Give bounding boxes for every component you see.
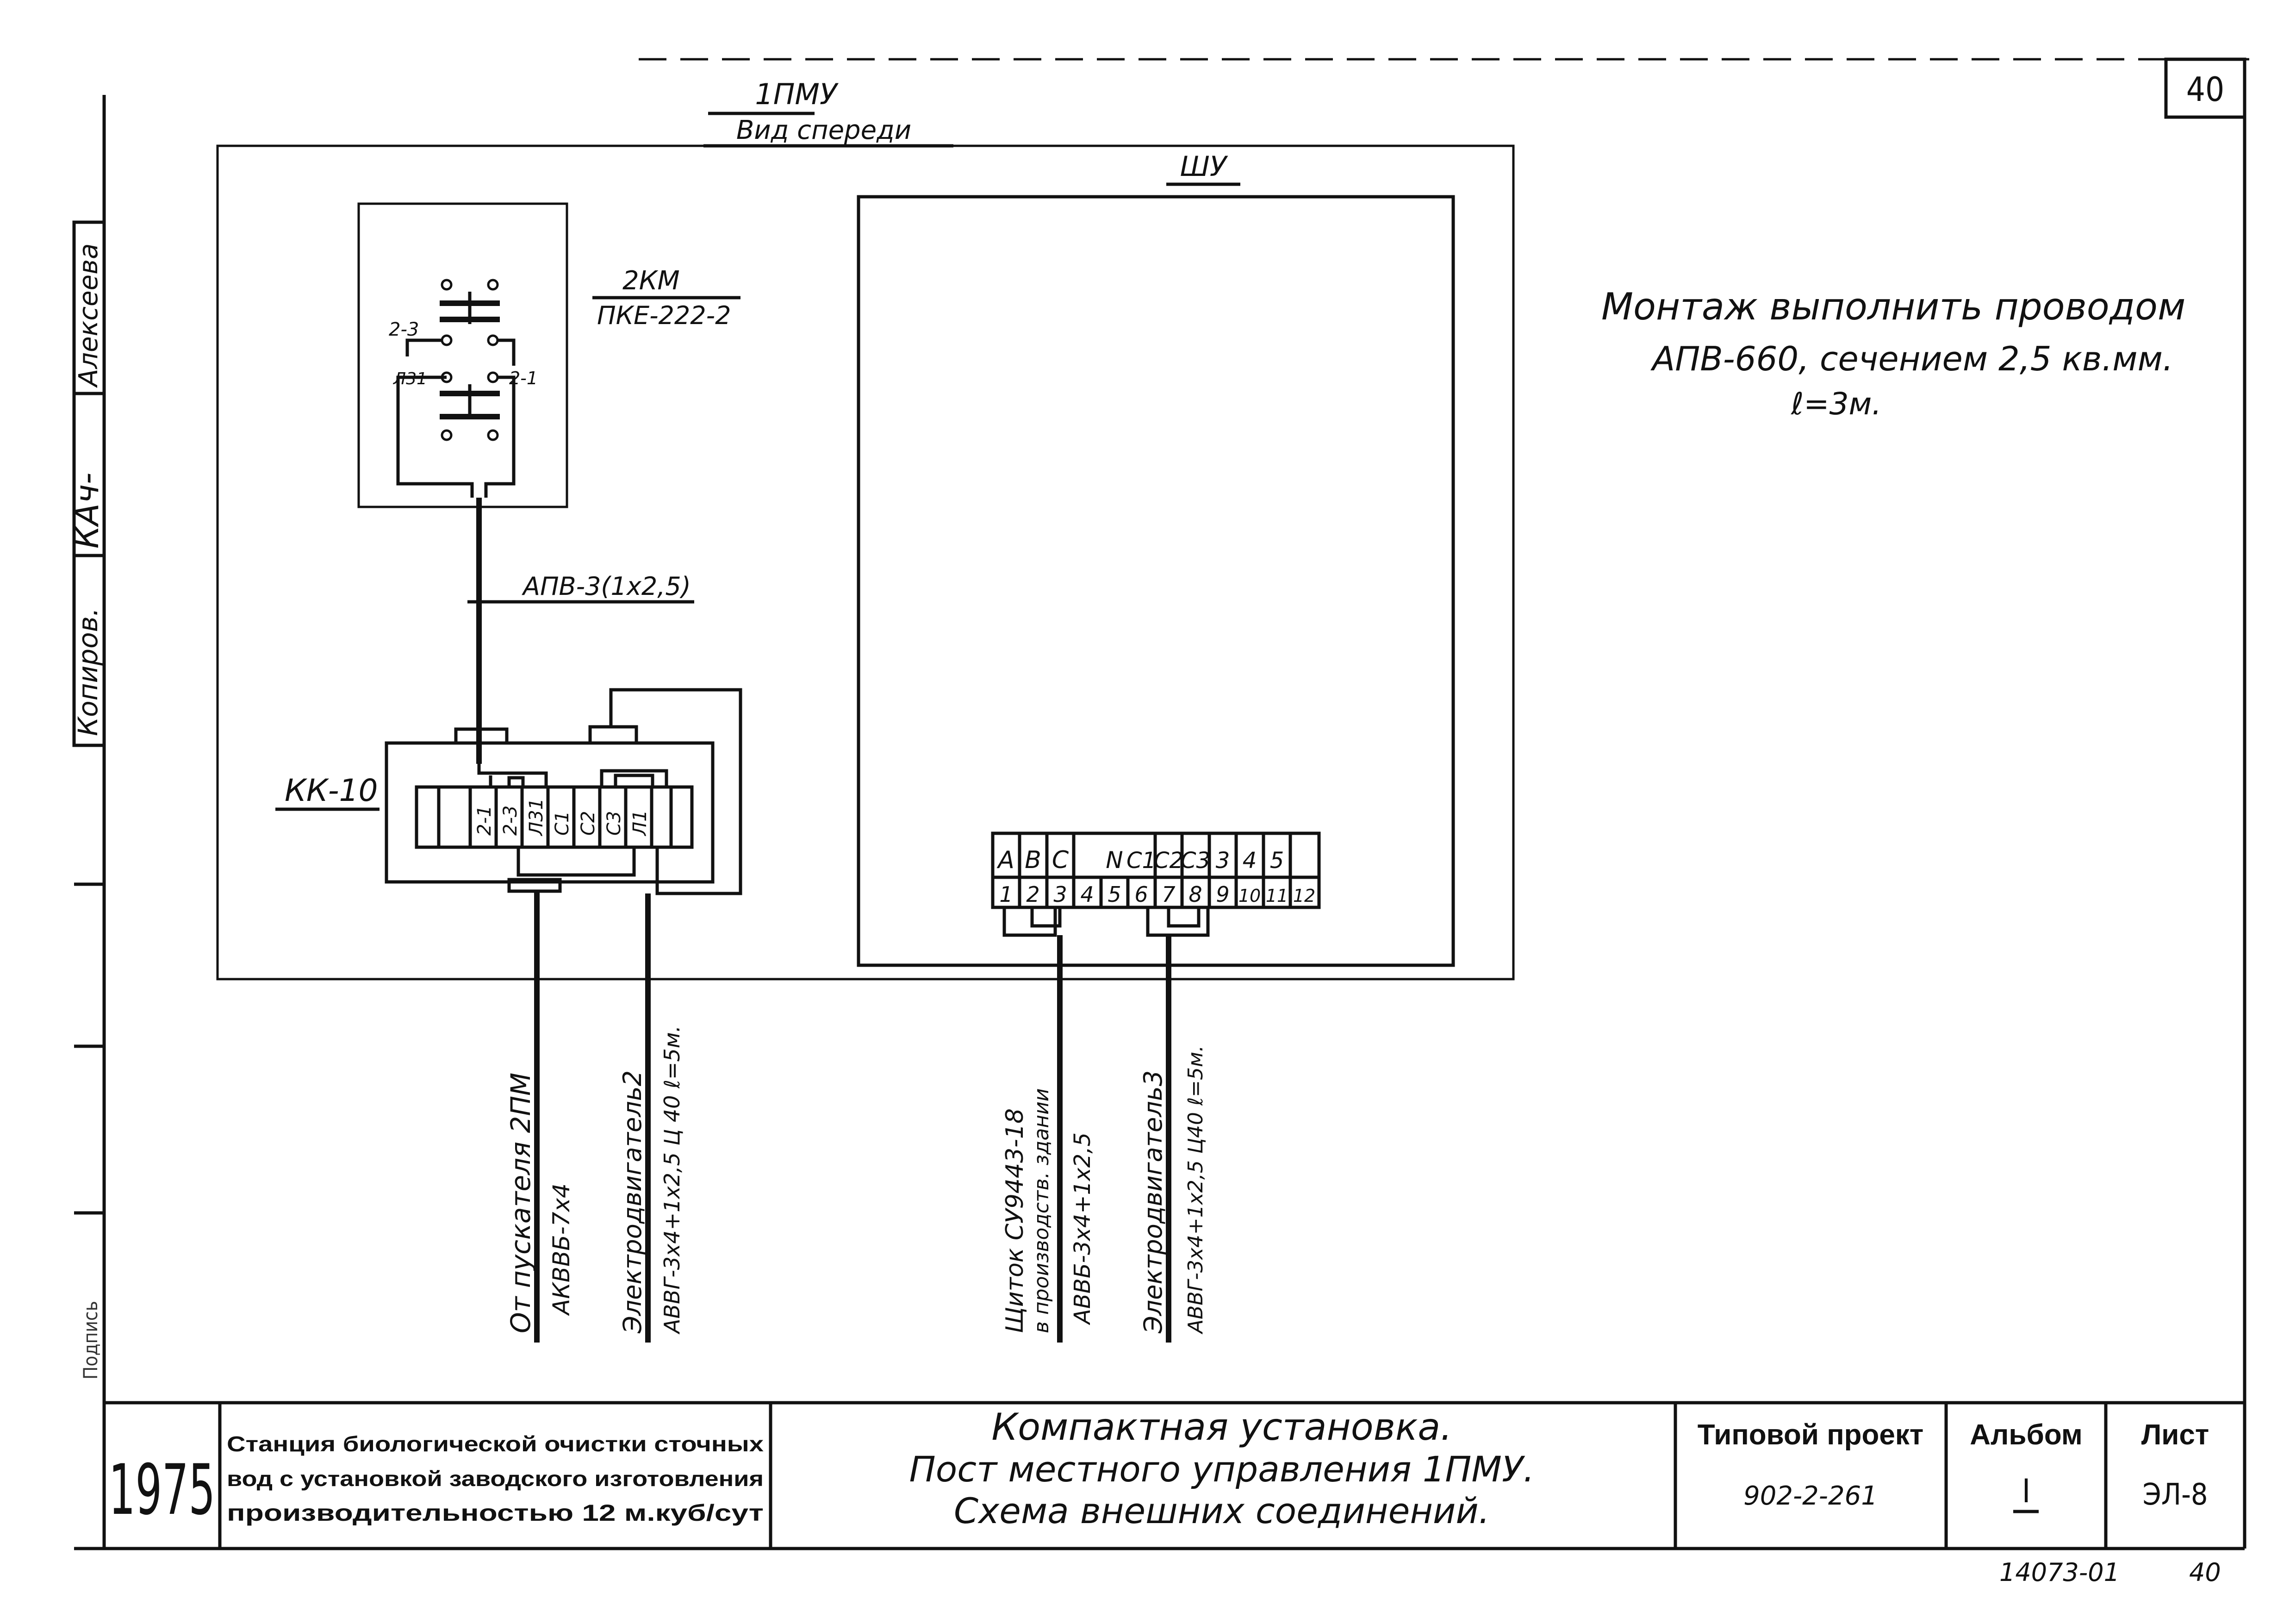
stamp-signature: КАч- [68,473,106,549]
note-line1: Монтаж выполнить проводом [1601,285,2185,328]
album-label: Альбом [1970,1419,2083,1451]
shu-num-11: 11 [1266,886,1288,906]
title-line3: Схема внешних соединений. [954,1490,1490,1531]
footer-page: 40 [2189,1558,2221,1587]
shu-num-3: 3 [1053,882,1067,907]
title-year: 1975 [109,1450,215,1530]
cable1-line1: От пускателя 2ПМ [505,1073,536,1333]
sheet-label: Лист [2141,1419,2209,1451]
shu-terminal-dividers [1018,833,1292,907]
terminal-block-label: КК-10 [285,773,378,808]
stamp-copied: Копиров. [72,608,104,736]
sheet-value: ЭЛ-8 [2143,1478,2208,1512]
org-line1: Станция биологической очистки сточных [227,1432,764,1456]
starter-type: ПКЕ-222-2 [597,301,731,330]
panel-title: 1ПМУ [755,77,839,111]
shu-num-8: 8 [1188,882,1202,907]
panel-1pmu: 1ПМУ Вид спереди [216,77,1515,981]
shu-num-9: 9 [1216,882,1229,907]
shu-num-6: 6 [1134,882,1148,907]
cable3-line1: Щиток СУ9443-18 [1001,1108,1029,1333]
shu-top-9: 3 [1216,848,1230,874]
note-line3: ℓ=3м. [1791,386,1881,422]
contact-label-l31: Л31 [392,369,427,388]
stamp-bottom: Подпись [79,1301,102,1380]
shu-num-10: 10 [1238,886,1261,906]
terminal-c2: С2 [578,811,599,836]
album-value: I [2022,1472,2031,1510]
internal-cable: АПВ-3(1х2,5) [467,498,694,764]
org-line2: вод с установкой заводского изготовления [227,1467,764,1491]
shu-top-7: C2 [1154,848,1183,874]
note-line2: АПВ-660, сечением 2,5 кв.мм. [1650,339,2173,378]
terminal-l1: Л1 [629,810,651,837]
cable1-line2: АКВВБ-7х4 [548,1183,575,1316]
terminal-c3: С3 [604,811,625,836]
internal-cable-label: АПВ-3(1х2,5) [522,572,691,601]
shu-top-3: C [1052,846,1069,874]
shu-num-1: 1 [999,882,1013,907]
terminal-c1: С1 [552,811,573,836]
shu-top-5: N [1106,847,1123,874]
shu-num-5: 5 [1108,882,1121,907]
contact-label-2-3: 2-3 [389,319,419,340]
contact-label-2-1: 2-1 [509,368,538,388]
side-stamp: Алексеева КАч- Копиров. Подпись [68,220,106,1380]
shu-top-11: 5 [1270,848,1284,874]
terminal-2-1: 2-1 [474,806,495,836]
org-line3: производительностью 12 м.куб/сут [227,1500,764,1526]
installation-note: Монтаж выполнить проводом АПВ-660, сечен… [1601,285,2185,422]
stamp-name: Алексеева [74,244,104,388]
shu-top-10: 4 [1243,848,1257,874]
sheet-frame [74,58,2249,1550]
shu-num-2: 2 [1026,882,1039,907]
terminal-cells [437,787,673,847]
starter-2km: 2КМ ПКЕ-222-2 2-3 Л31 2-1 [357,202,740,508]
cable-labels: От пускателя 2ПМ АКВВБ-7х4 Электродвигат… [505,1025,1207,1335]
cable3-line3: АВВБ-3х4+1х2,5 [1070,1132,1095,1325]
terminal-block-kk10: КК-10 2-1 2-3 Л31 С1 С2 С3 Л1 [275,688,742,895]
project-value: 902-2-261 [1743,1481,1878,1511]
cable4-line1: Электродвигатель3 [1139,1070,1168,1334]
shu-top-1: A [996,846,1014,874]
sheet-number-box: 40 [2164,57,2246,119]
cable2-line1: Электродвигатель2 [618,1070,647,1334]
contact-symbol [440,279,500,346]
footer: 14073-01 40 [1999,1558,2221,1587]
outgoing-cables [534,891,1171,1343]
shu-terminal-strip: A B C N C1 C2 C3 3 4 5 1 2 3 4 5 6 7 8 9… [991,831,1321,937]
shu-top-8: C3 [1181,848,1210,874]
footer-code: 14073-01 [1999,1558,2120,1587]
cable2-line2: АВВГ-3х4+1х2,5 Ц 40 ℓ=5м. [660,1025,684,1335]
terminal-2-3: 2-3 [500,806,521,836]
title-block: 1975 Станция биологической очистки сточн… [104,1401,2245,1549]
shu-num-7: 7 [1162,882,1175,907]
panel-subtitle: Вид спереди [736,115,911,145]
contact-symbol [440,371,500,441]
title-line2: Пост местного управления 1ПМУ. [909,1449,1535,1490]
terminal-l31: Л31 [526,798,547,837]
project-label: Типовой проект [1698,1419,1924,1451]
starter-name: 2КМ [622,266,680,296]
shu-num-4: 4 [1080,882,1094,907]
sheet-number-top: 40 [2186,70,2224,109]
cabinet-shu: ШУ [857,150,1455,967]
shu-num-12: 12 [1293,886,1315,906]
shu-top-2: B [1025,846,1041,874]
shu-label: ШУ [1180,150,1228,183]
cable3-line2: в производств. здании [1030,1088,1053,1333]
title-line1: Компактная установка. [991,1405,1452,1449]
cable4-line2: АВВГ-3х4+1х2,5 Ц40 ℓ=5м. [1184,1045,1207,1335]
shu-top-6: C1 [1126,848,1156,874]
